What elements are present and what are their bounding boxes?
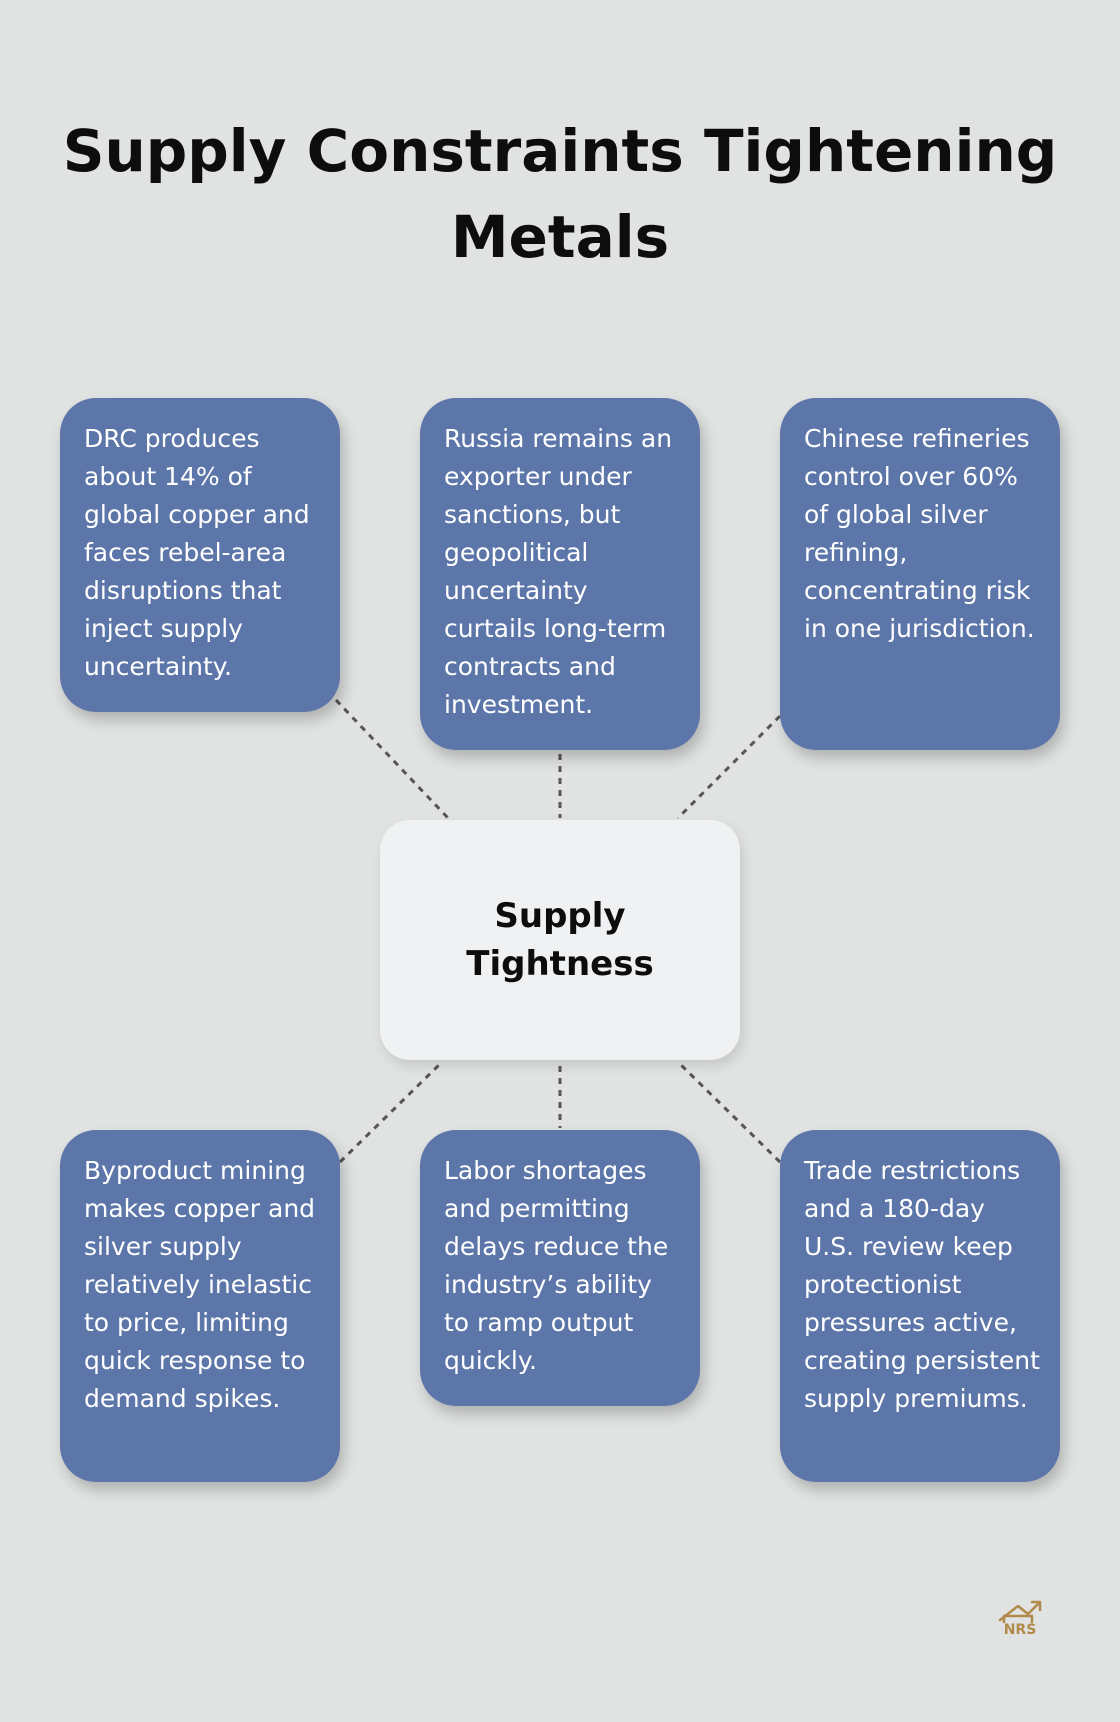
card-text: Byproduct mining makes copper and silver…	[84, 1156, 316, 1413]
card-text: Trade restrictions and a 180-day U.S. re…	[804, 1156, 1040, 1413]
center-label: Supply Tightness	[466, 896, 654, 984]
card-byproduct-mining: Byproduct mining makes copper and silver…	[60, 1130, 340, 1482]
page-title: Supply Constraints Tightening Metals	[62, 117, 1058, 271]
connector-1	[334, 698, 450, 820]
brand-logo: NRS	[994, 1596, 1046, 1640]
card-text: Russia remains an exporter under sanctio…	[444, 424, 673, 719]
card-drc-copper: DRC produces about 14% of global copper …	[60, 398, 340, 712]
card-trade-restrictions: Trade restrictions and a 180-day U.S. re…	[780, 1130, 1060, 1482]
logo-text: NRS	[1003, 1622, 1037, 1638]
card-chinese-refineries: Chinese refineries control over 60% of g…	[780, 398, 1060, 750]
card-text: DRC produces about 14% of global copper …	[84, 424, 310, 681]
connector-3	[676, 714, 782, 820]
center-node: Supply Tightness	[380, 820, 740, 1060]
card-text: Labor shortages and permitting delays re…	[444, 1156, 669, 1375]
house-chart-icon	[998, 1600, 1042, 1624]
card-russia-sanctions: Russia remains an exporter under sanctio…	[420, 398, 700, 750]
card-labor-shortages: Labor shortages and permitting delays re…	[420, 1130, 700, 1406]
card-text: Chinese refineries control over 60% of g…	[804, 424, 1035, 643]
